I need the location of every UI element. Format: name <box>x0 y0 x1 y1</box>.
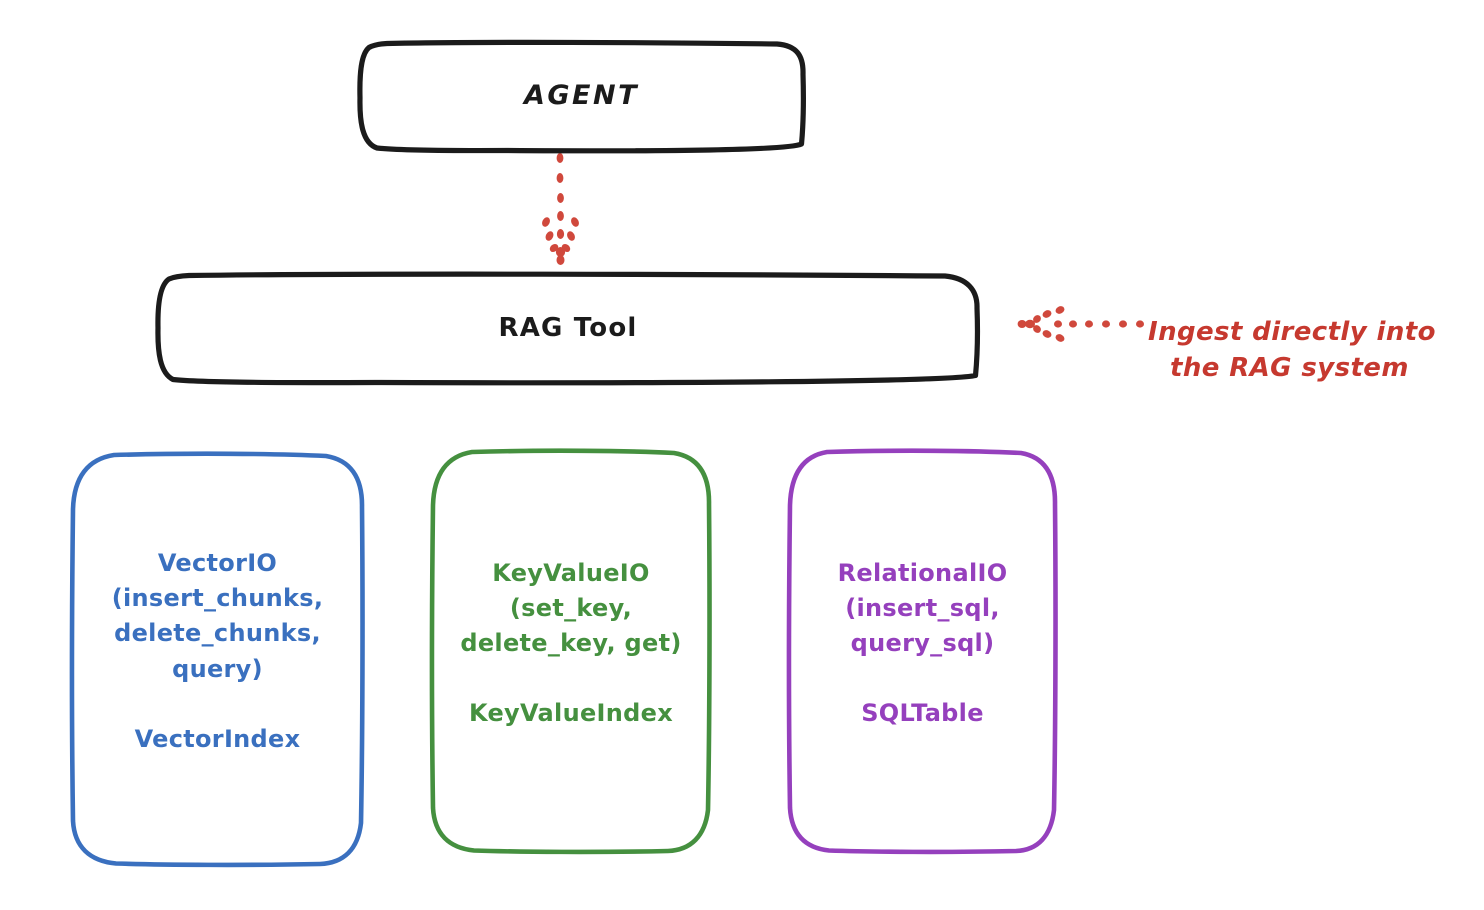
node-key-value-io[interactable]: KeyValueIO (set_key, delete_key, get) Ke… <box>428 448 714 855</box>
relational-io-label: RelationalIO (insert_sql, query_sql) SQL… <box>837 558 1008 728</box>
node-vector-io[interactable]: VectorIO (insert_chunks, delete_chunks, … <box>68 451 367 868</box>
relational-io-box-outline <box>786 448 1058 855</box>
agent-box-outline <box>357 39 806 154</box>
key-value-io-box-outline <box>429 448 712 855</box>
annotation-ingest: Ingest directly into the RAG system <box>1148 279 1478 423</box>
node-agent[interactable]: AGENT <box>357 39 806 154</box>
key-value-io-label: KeyValueIO (set_key, delete_key, get) Ke… <box>460 558 682 728</box>
connector-ingest-pointer <box>1017 306 1144 342</box>
rag-tool-label: RAG Tool <box>498 312 638 343</box>
vector-io-box-outline <box>69 451 365 868</box>
connector-agent-to-rag-tool <box>542 153 579 265</box>
rag-tool-box-outline <box>155 271 980 386</box>
node-rag-tool[interactable]: RAG Tool <box>155 271 981 386</box>
agent-label: AGENT <box>523 80 639 112</box>
node-relational-io[interactable]: RelationalIO (insert_sql, query_sql) SQL… <box>785 448 1060 855</box>
annotation-ingest-line2: the RAG system <box>1170 352 1409 383</box>
vector-io-label: VectorIO (insert_chunks, delete_chunks, … <box>111 549 324 753</box>
annotation-ingest-line1: Ingest directly into <box>1148 316 1436 347</box>
